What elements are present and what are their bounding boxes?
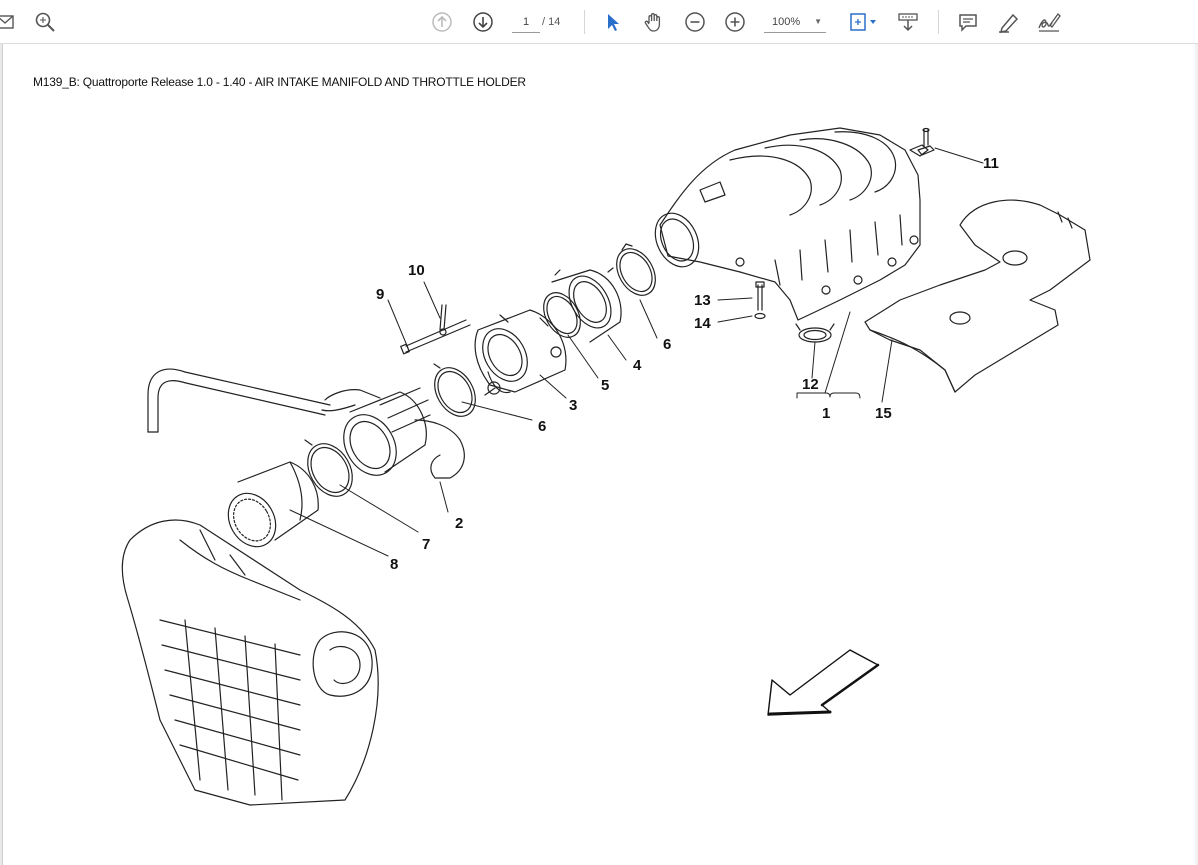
bolt-part-9	[400, 319, 471, 355]
intake-manifold-part-1	[654, 127, 929, 321]
sign-icon[interactable]	[1036, 9, 1062, 35]
vertical-scrollbar[interactable]	[1195, 44, 1198, 865]
clamp-part-6-lower	[433, 363, 476, 417]
callout-1: 1	[822, 405, 830, 422]
prev-page-icon[interactable]	[429, 9, 455, 35]
direction-arrow-icon	[767, 649, 880, 716]
callout-7: 7	[422, 536, 430, 553]
air-filter-box	[121, 519, 379, 806]
fit-page-icon[interactable]	[846, 9, 880, 35]
callout-10: 10	[408, 262, 425, 279]
callout-13: 13	[694, 292, 711, 309]
zoom-select[interactable]: 100% ▼	[764, 12, 826, 33]
callout-11: 11	[983, 155, 999, 172]
callout-4: 4	[633, 357, 642, 374]
callout-3: 3	[569, 397, 577, 414]
gasket-part-5	[543, 292, 581, 338]
page-total: / 14	[542, 16, 561, 28]
zoom-in-icon[interactable]	[722, 9, 748, 35]
intake-duct-part-2	[321, 387, 465, 479]
callout-6-lower: 6	[538, 418, 546, 435]
zoom-out-icon[interactable]	[682, 9, 708, 35]
mail-icon[interactable]	[0, 9, 18, 35]
clamp-part-7	[304, 439, 353, 497]
next-page-icon[interactable]	[470, 9, 496, 35]
comment-icon[interactable]	[955, 9, 981, 35]
clamp-part-6-upper	[616, 243, 656, 296]
callout-5: 5	[601, 377, 609, 394]
toolbar-separator	[938, 10, 939, 34]
throttle-body-part-3	[474, 309, 567, 396]
callout-9: 9	[376, 286, 384, 303]
search-icon[interactable]	[32, 9, 58, 35]
hand-tool-icon[interactable]	[641, 9, 667, 35]
washer-part-14	[754, 312, 766, 320]
sensor-part-11	[917, 127, 935, 156]
stud-part-10	[439, 304, 447, 336]
callout-8: 8	[390, 556, 398, 573]
callout-15: 15	[875, 405, 892, 422]
page-number-input[interactable]: 1	[512, 12, 540, 33]
breather-hose	[147, 368, 331, 433]
heat-shield-part-15	[864, 199, 1091, 393]
pdf-page	[2, 44, 1197, 865]
document-title: M139_B: Quattroporte Release 1.0 - 1.40 …	[33, 75, 526, 89]
highlight-pen-icon[interactable]	[996, 9, 1022, 35]
callout-6-upper: 6	[663, 336, 671, 353]
toolbar-separator	[584, 10, 585, 34]
seal-ring-part-12	[795, 323, 835, 343]
select-cursor-icon[interactable]	[600, 9, 626, 35]
zoom-value: 100%	[772, 16, 801, 28]
screw-part-13	[755, 281, 765, 311]
air-flow-meter-part-8	[227, 461, 319, 548]
leader-lines	[289, 147, 984, 557]
pdf-toolbar: 1 / 14 100% ▼	[0, 0, 1198, 44]
callout-14: 14	[694, 315, 711, 332]
chevron-down-icon: ▼	[814, 17, 822, 26]
callout-12: 12	[802, 376, 819, 393]
download-icon[interactable]	[895, 9, 921, 35]
callout-2: 2	[455, 515, 463, 532]
adapter-flange-part-4	[551, 267, 622, 343]
